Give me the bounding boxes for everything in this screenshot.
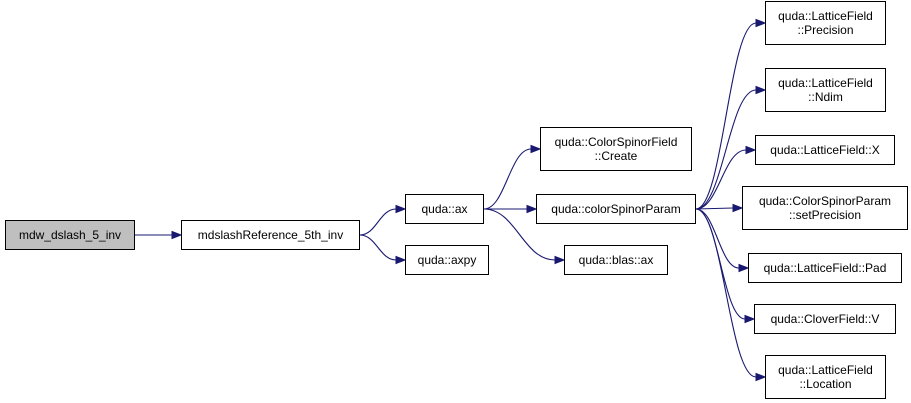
node-label: quda::ax: [421, 202, 468, 216]
node-label-line-1: quda::LatticeField: [778, 363, 873, 377]
node-quda-axpy[interactable]: quda::axpy: [405, 245, 489, 275]
node-colorspinorparam[interactable]: quda::colorSpinorParam: [536, 194, 696, 224]
node-blas-ax[interactable]: quda::blas::ax: [564, 245, 668, 275]
node-mdslash-reference-5th-inv[interactable]: mdslashReference_5th_inv: [181, 220, 360, 250]
edge-mdslash_ref-to-quda_ax: [359, 208, 397, 236]
arrowhead-lf_ndim: [755, 85, 767, 95]
node-latticefield-location[interactable]: quda::LatticeField ::Location: [765, 355, 886, 399]
node-label: quda::axpy: [417, 253, 477, 267]
arrowhead-lf_pad: [738, 263, 750, 273]
node-quda-ax[interactable]: quda::ax: [405, 194, 484, 224]
node-label-line-2: ::setPrecision: [788, 208, 862, 222]
edge-color_spinor_param-to-lf_precision: [695, 22, 757, 210]
node-label-line-2: ::Ndim: [808, 90, 843, 104]
node-label: quda::blas::ax: [578, 253, 654, 267]
node-label: quda::LatticeField::Pad: [763, 261, 887, 275]
arrowhead-mdslash_ref: [171, 230, 183, 240]
node-cloverfield-v[interactable]: quda::CloverField::V: [754, 304, 896, 334]
node-latticefield-x[interactable]: quda::LatticeField::X: [755, 135, 895, 165]
arrowhead-blas_ax: [554, 255, 566, 265]
node-label-line-2: ::Location: [799, 377, 852, 391]
node-label: mdw_dslash_5_inv: [18, 228, 122, 242]
node-label-line-1: quda::ColorSpinorParam: [758, 194, 892, 208]
edge-color_spinor_param-to-lf_pad: [695, 208, 740, 269]
edge-color_spinor_param-to-lf_x: [695, 149, 747, 210]
node-label: mdslashReference_5th_inv: [197, 228, 344, 242]
node-label: quda::colorSpinorParam: [551, 202, 681, 216]
arrowhead-lf_location: [755, 372, 767, 382]
edge-color_spinor_param-to-lf_ndim: [695, 89, 757, 210]
node-label-line-1: quda::LatticeField: [778, 9, 873, 23]
node-latticefield-pad[interactable]: quda::LatticeField::Pad: [748, 253, 902, 283]
arrowhead-lf_x: [745, 145, 757, 155]
node-latticefield-ndim[interactable]: quda::LatticeField ::Ndim: [765, 68, 886, 112]
node-label: quda::LatticeField::X: [770, 143, 880, 157]
node-label: quda::CloverField::V: [770, 312, 880, 326]
node-label-line-1: quda::ColorSpinorField: [554, 135, 678, 149]
arrowhead-cf_v: [744, 314, 756, 324]
node-latticefield-precision[interactable]: quda::LatticeField ::Precision: [765, 1, 886, 45]
arrowhead-lf_precision: [755, 18, 767, 28]
node-colorspinorparam-setprecision[interactable]: quda::ColorSpinorParam ::setPrecision: [742, 186, 908, 230]
node-mdw-dslash-5-inv: mdw_dslash_5_inv: [5, 220, 135, 250]
arrowhead-csp_setprecision: [732, 203, 744, 213]
node-label-line-1: quda::LatticeField: [778, 76, 873, 90]
node-label-line-2: ::Precision: [797, 23, 854, 37]
edge-quda_ax-to-csf_create: [483, 148, 532, 210]
edge-color_spinor_param-to-csp_setprecision: [695, 207, 734, 210]
arrowhead-csf_create: [530, 144, 542, 154]
arrowhead-color_spinor_param: [526, 204, 538, 214]
node-colorspinorfield-create[interactable]: quda::ColorSpinorField ::Create: [540, 127, 692, 171]
arrowhead-quda_axpy: [395, 255, 407, 265]
edge-mdslash_ref-to-quda_axpy: [359, 234, 397, 261]
arrowhead-quda_ax: [395, 204, 407, 214]
node-label-line-2: ::Create: [594, 149, 638, 163]
edge-quda_ax-to-blas_ax: [483, 208, 556, 261]
edge-color_spinor_param-to-lf_location: [695, 208, 757, 378]
